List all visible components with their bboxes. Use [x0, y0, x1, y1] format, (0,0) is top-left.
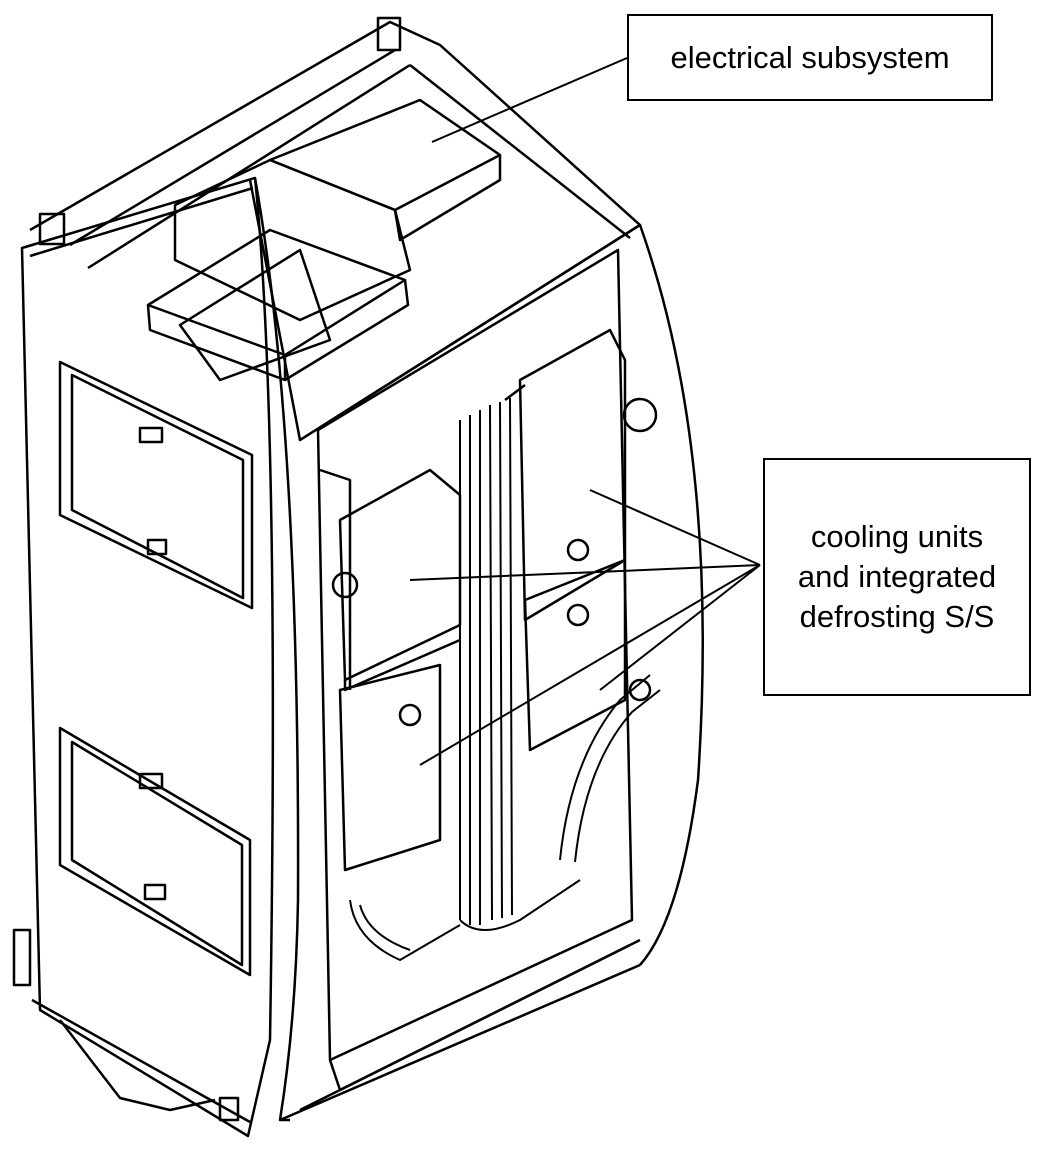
leader-lines: [409, 57, 761, 766]
cooling-units-label: cooling units and integrated defrosting …: [763, 458, 1031, 696]
left-side-panel: [12, 176, 275, 1138]
electrical-subsystem-label: electrical subsystem: [627, 14, 993, 101]
cooling-label-line-2: and integrated: [797, 558, 997, 594]
central-piping: [349, 397, 661, 961]
cooling-label-line-3: defrosting S/S: [799, 599, 995, 635]
cooling-units: [319, 328, 658, 872]
front-frame: [253, 177, 704, 1122]
top-frame: [29, 16, 642, 442]
cooling-label-line-1: cooling units: [810, 518, 984, 554]
